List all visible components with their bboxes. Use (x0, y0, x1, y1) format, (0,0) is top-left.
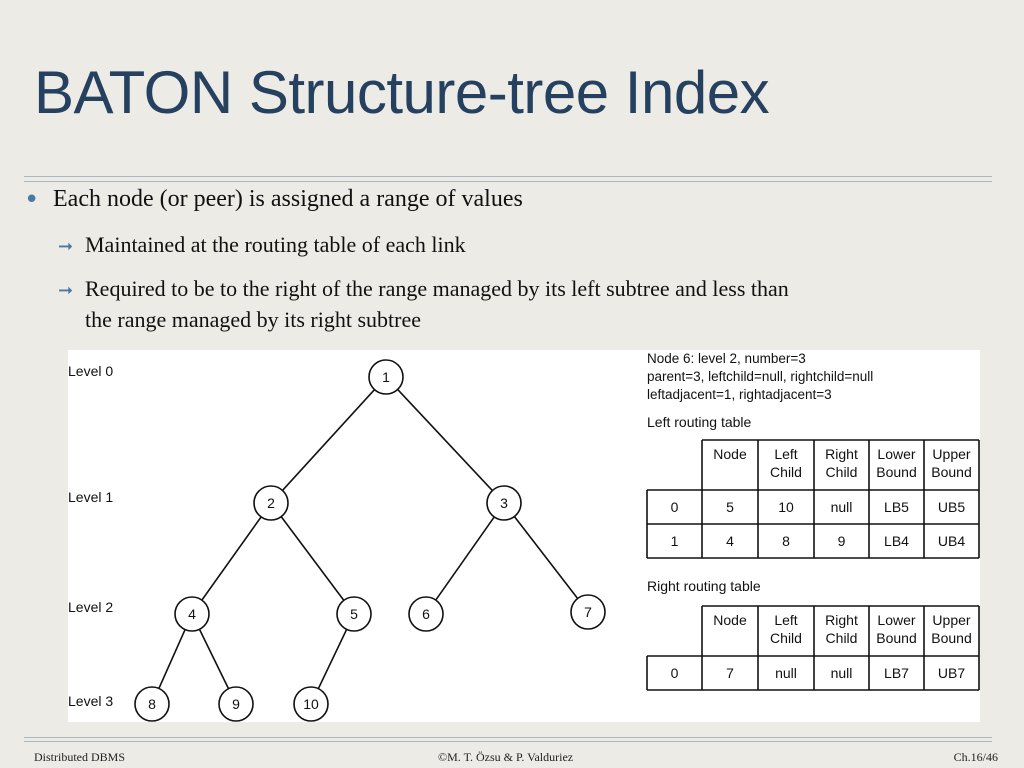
tree-node-label: 5 (350, 606, 358, 622)
table-cell: UB4 (938, 533, 965, 549)
tree-edge (198, 628, 230, 690)
tree-node-circle (570, 594, 606, 630)
tree-edge (513, 515, 579, 600)
table-header-cell: Upper (932, 612, 970, 628)
subbullet-1: Maintained at the routing table of each … (85, 232, 466, 257)
table-cell: null (775, 665, 797, 681)
level-label: Level 1 (68, 489, 113, 505)
routing-table-caption: Right routing table (647, 578, 761, 594)
node-info-line: Node 6: level 2, number=3 (647, 351, 806, 366)
table-cell: 0 (671, 499, 679, 515)
table-header-cell: Lower (877, 446, 915, 462)
table-cell: 10 (778, 499, 794, 515)
table-header-cell: Bound (931, 630, 971, 646)
table-header-cell: Child (770, 464, 802, 480)
level-label: Level 0 (68, 363, 113, 379)
node-info-line: leftadjacent=1, rightadjacent=3 (647, 387, 832, 402)
table-header-cell: Bound (876, 630, 916, 646)
tree-node-label: 10 (303, 696, 319, 712)
level-label: Level 3 (68, 693, 113, 709)
bullet-dot-icon: • (24, 185, 40, 215)
table-cell: 9 (838, 533, 846, 549)
footer-right: Ch.16/46 (953, 750, 998, 764)
subbullet-2-continued: the range managed by its right subtree (85, 307, 422, 332)
table-header-cell: Left (774, 612, 797, 628)
table-cell: LB5 (884, 499, 909, 515)
table-header-cell: Node (713, 612, 747, 628)
table-header-cell: Child (826, 464, 858, 480)
tree-node-circle (253, 485, 289, 521)
tree-node-label: 8 (148, 696, 156, 712)
level-label: Level 2 (68, 599, 113, 615)
title-divider-top (24, 176, 992, 177)
table-header-cell: Lower (877, 612, 915, 628)
table-cell: 4 (726, 533, 734, 549)
table-header-cell: Upper (932, 446, 970, 462)
tree-node-label: 1 (382, 369, 390, 385)
table-cell: null (831, 665, 853, 681)
table-header-cell: Node (713, 446, 747, 462)
table-cell: 1 (671, 533, 679, 549)
arrow-right-icon: ➞ (58, 236, 74, 257)
footer-left: Distributed DBMS (34, 750, 126, 764)
node-info-line: parent=3, leftchild=null, rightchild=nul… (647, 369, 873, 384)
tree-node-circle (293, 686, 329, 722)
title-divider-bottom (24, 181, 992, 182)
tree-node-label: 3 (500, 495, 508, 511)
table-cell: LB7 (884, 665, 909, 681)
tree-node-circle (218, 686, 254, 722)
table-cell: 7 (726, 665, 734, 681)
table-cell: 8 (782, 533, 790, 549)
table-header-cell: Right (825, 446, 858, 462)
tree-node-label: 4 (188, 606, 196, 622)
tree-node-circle (368, 359, 404, 395)
tree-edge (158, 629, 186, 689)
tree-node-circle (408, 596, 444, 632)
footer-divider-top (24, 737, 992, 738)
tree-node-circle (336, 596, 372, 632)
arrow-right-icon: ➞ (58, 280, 74, 301)
tree-edge (201, 516, 262, 601)
table-header-cell: Child (826, 630, 858, 646)
table-cell: null (831, 499, 853, 515)
table-header-cell: Right (825, 612, 858, 628)
table-header-cell: Child (770, 630, 802, 646)
table-header-cell: Bound (931, 464, 971, 480)
footer-center: ©M. T. Özsu & P. Valduriez (438, 750, 574, 764)
tree-node-label: 7 (584, 604, 592, 620)
tree-node-circle (486, 485, 522, 521)
tree-edge (281, 389, 376, 491)
tree-edge (397, 388, 493, 492)
subbullet-2: Required to be to the right of the range… (85, 276, 789, 301)
tree-node-circle (134, 686, 170, 722)
tree-edge (280, 516, 345, 601)
tree-edge (317, 628, 348, 690)
tree-node-circle (174, 596, 210, 632)
table-header-cell: Bound (876, 464, 916, 480)
table-cell: 5 (726, 499, 734, 515)
tree-node-label: 9 (232, 696, 240, 712)
table-cell: 0 (671, 665, 679, 681)
tree-edge (435, 516, 495, 601)
bullet-text: Each node (or peer) is assigned a range … (53, 186, 523, 212)
slide-title: BATON Structure-tree Index (34, 59, 770, 126)
table-header-cell: Left (774, 446, 797, 462)
tree-node-label: 2 (267, 495, 275, 511)
tree-node-label: 6 (422, 606, 430, 622)
table-cell: UB7 (938, 665, 965, 681)
routing-table-caption: Left routing table (647, 414, 752, 430)
table-cell: UB5 (938, 499, 965, 515)
footer-divider-bottom (24, 741, 992, 742)
table-cell: LB4 (884, 533, 909, 549)
